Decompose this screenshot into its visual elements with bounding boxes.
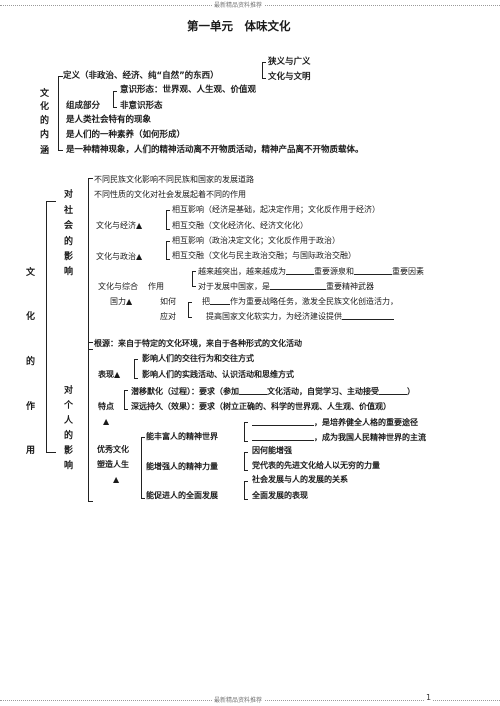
spirit-text: 是一种精神现象，人们的精神活动离不开物质活动，精神产品离不开物质载体。	[66, 145, 364, 155]
econ-mutual-influence: 相互影响（经济是基础，起决定作用；文化反作用于经济）	[172, 205, 380, 214]
nurture-text: 是人们的一种素养（如何形成）	[66, 130, 186, 140]
national-power-label-b: 国力▲	[110, 297, 133, 306]
blank-line	[270, 281, 326, 290]
shape-life: 塑造人生	[97, 460, 129, 469]
s1-main-brace	[58, 76, 59, 151]
national-power-label-a: 文化与综合	[98, 282, 138, 291]
s2-main-brace	[46, 201, 47, 453]
enrich-spirit: 能丰富人的精神世界	[146, 432, 218, 441]
s1-side-char: 涵	[40, 146, 50, 156]
page-title: 第一单元 体味文化	[187, 19, 291, 33]
why-strengthen: 因何能增强	[252, 446, 292, 455]
narrow-broad-text: 狭义与广义	[268, 57, 311, 67]
enrich-line-1: ，是培养健全人格的重要途径	[252, 417, 418, 428]
non-ideology-text: 非意识形态	[120, 101, 163, 111]
social-side-char: 对	[64, 190, 74, 200]
respond-line-1: 把作为重要战略任务，激发全民族文化创造活力，	[202, 296, 398, 306]
def-text: 定义（非政治、经济、纯“自然”的东西）	[63, 71, 219, 81]
feature-label: 特点	[98, 402, 114, 411]
s2-side-char: 文	[26, 268, 36, 278]
strengthen-spirit: 能增强人的精神力量	[146, 462, 218, 471]
social-side-char: 社	[64, 206, 74, 216]
s1-side-char: 文	[40, 89, 50, 99]
social-side-char: 响	[64, 267, 74, 277]
personal-side-char: 响	[64, 461, 74, 471]
culture-civ-text: 文化与文明	[268, 72, 311, 82]
s2-side-char: 的	[26, 357, 36, 367]
footer-text: 最新精品资料推荐	[212, 695, 265, 704]
excellent-culture: 优秀文化	[97, 445, 129, 454]
role-line-1: 越来越突出，越来越成为重要源泉和重要因素	[198, 266, 424, 276]
shape-marker: ▲	[113, 475, 120, 484]
culture-economy: 文化与经济▲	[96, 221, 143, 230]
society-relation: 社会发展与人的发展的关系	[252, 475, 348, 484]
personal-side-char: 的	[64, 431, 74, 441]
root-text: 根源：来自于特定的文化环境，来自于各种形式的文化活动	[94, 339, 302, 348]
how-label: 如何	[160, 297, 176, 306]
ideology-text: 意识形态：世界观、人生观、价值观	[120, 85, 257, 95]
feature-marker: ▲	[103, 417, 110, 426]
s1-side-char: 内	[40, 130, 50, 140]
pol-mutual-blend: 相互交融（文化与民主政治交融；与国际政治交融）	[172, 251, 356, 260]
show-line-2: 影响人们的实践活动、认识活动和思维方式	[142, 370, 294, 379]
social-side-char: 影	[64, 252, 74, 262]
unique-text: 是人类社会特有的现象	[66, 115, 152, 125]
s2-side-char: 化	[26, 312, 36, 322]
blank-line	[286, 266, 314, 275]
promote-development: 能促进人的全面发展	[146, 491, 218, 500]
show-line-1: 影响人们的交往行为和交往方式	[142, 354, 254, 363]
s1-side-char: 的	[40, 116, 50, 126]
blank-line	[252, 432, 314, 441]
s2-side-char: 用	[26, 446, 36, 456]
culture-politics: 文化与政治▲	[96, 252, 143, 261]
s1-side-char: 化	[40, 102, 50, 112]
blank-line	[239, 386, 267, 395]
social-side-char: 会	[64, 221, 74, 231]
personal-side-char: 个	[64, 401, 74, 411]
personal-side-char: 人	[64, 416, 74, 426]
social-side-char: 的	[64, 237, 74, 247]
blank-line	[342, 311, 394, 320]
personal-side-char: 影	[64, 446, 74, 456]
respond-line-2: 提高国家文化软实力，为经济建设提供	[206, 311, 394, 322]
pol-mutual-influence: 相互影响（政治决定文化；文化反作用于政治）	[172, 236, 340, 245]
blank-line	[379, 386, 407, 395]
blank-line	[252, 417, 314, 426]
effect-label: 作用	[148, 282, 164, 291]
role-line-2: 对于发展中国家，是重要精神武器	[198, 281, 374, 291]
header-text: 最新精品资料推荐	[212, 0, 265, 9]
enrich-line-2: ，成为我国人民精神世界的主流	[252, 432, 426, 443]
blank-line	[354, 266, 392, 275]
page-number: 1	[424, 693, 434, 702]
feature-line-2: 深远持久（效果）：要求（树立正确的、科学的世界观、人生观、价值观）	[131, 402, 391, 411]
social-line-1: 不同民族文化影响不同民族和国家的发展道路	[94, 175, 254, 184]
s2-side-char: 作	[26, 402, 36, 412]
advanced-culture: 党代表的先进文化给人以无穷的力量	[252, 461, 380, 470]
blank-line	[210, 296, 230, 305]
econ-mutual-blend: 相互交融（文化经济化、经济文化化）	[172, 221, 308, 230]
show-label: 表现▲	[98, 370, 121, 379]
social-line-2: 不同性质的文化对社会发展起着不同的作用	[94, 190, 246, 199]
respond-label: 应对	[160, 312, 176, 321]
feature-line-1: 潜移默化（过程）：要求（参加文化活动，自觉学习、主动接受）	[131, 386, 415, 396]
full-development: 全面发展的表现	[252, 491, 308, 500]
components-text: 组成部分	[66, 101, 101, 111]
personal-side-char: 对	[64, 386, 74, 396]
